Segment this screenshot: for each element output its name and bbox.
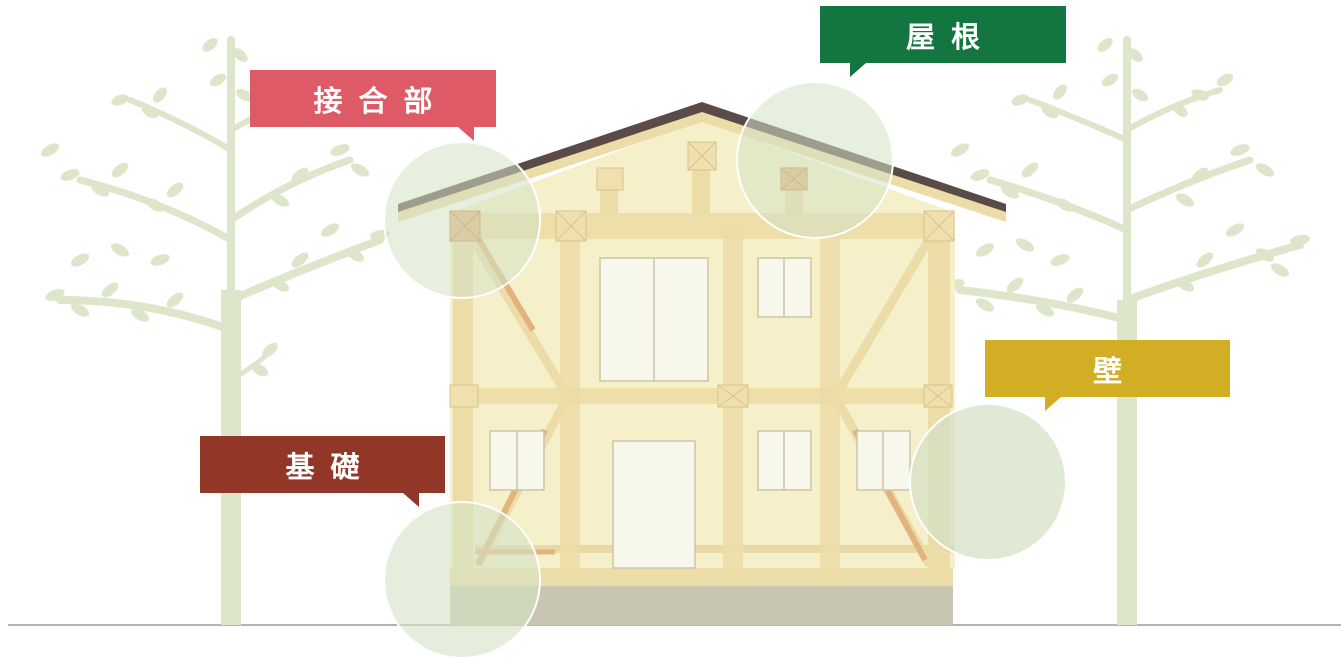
foundation-highlight-circle bbox=[383, 501, 541, 658]
roof-label: 屋根 bbox=[820, 6, 1066, 77]
highlight-circles bbox=[383, 81, 1067, 658]
wall-highlight-circle bbox=[909, 403, 1067, 561]
foundation-label: 基礎 bbox=[200, 436, 445, 507]
door bbox=[612, 440, 696, 569]
joint-highlight-circle bbox=[383, 141, 541, 299]
joint-label: 接合部 bbox=[250, 70, 496, 141]
sill-beam bbox=[450, 568, 953, 586]
wall-label: 壁 bbox=[985, 340, 1230, 411]
roof-highlight-circle bbox=[736, 81, 894, 239]
